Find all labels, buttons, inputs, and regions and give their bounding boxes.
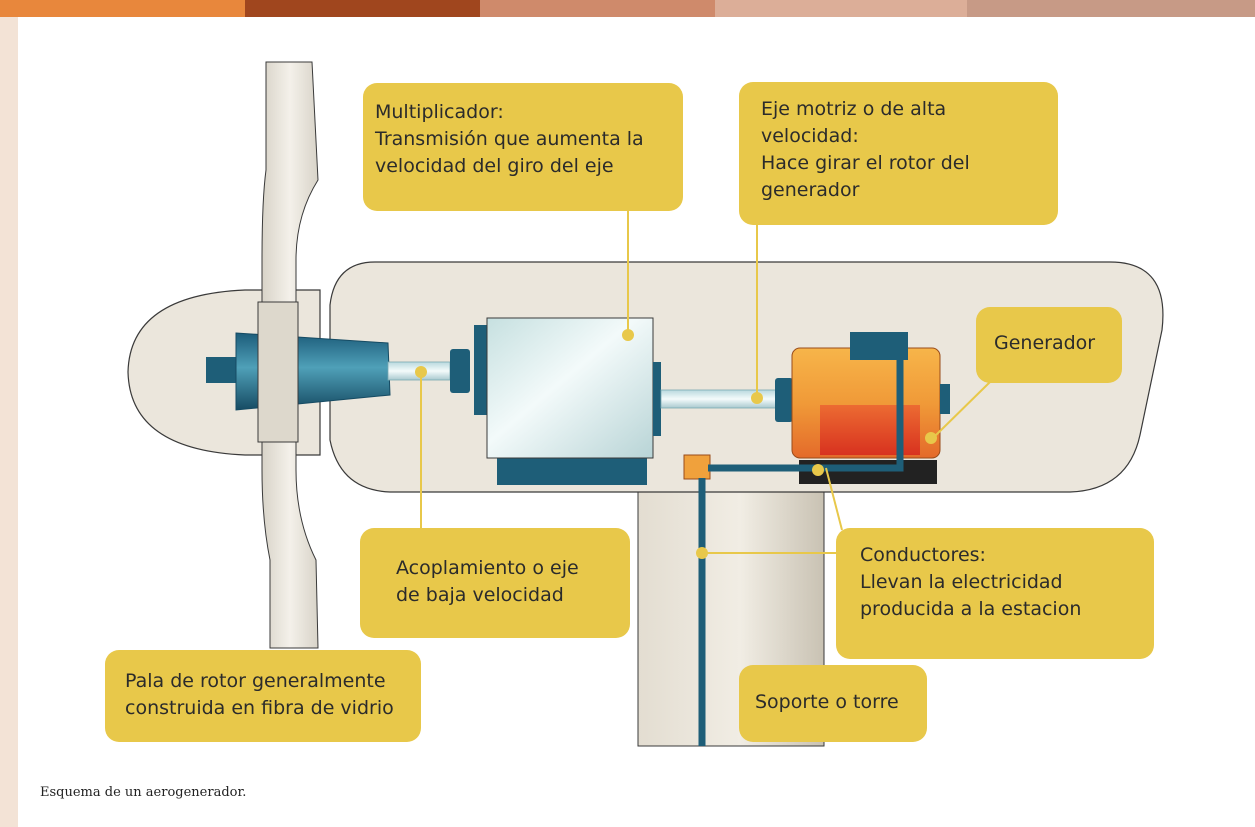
callout-pala: Pala de rotor generalmente construida en… (105, 650, 421, 742)
leader-dot (415, 366, 427, 378)
callout-eje-motriz-text: Eje motriz o de alta velocidad: Hace gir… (761, 98, 970, 201)
gearbox-base (497, 455, 647, 485)
conductor-cable (698, 350, 904, 746)
callout-generador: Generador (976, 307, 1122, 383)
generator-core (820, 405, 920, 455)
generator-coupling (775, 378, 793, 422)
leader-dots (415, 329, 937, 559)
top-bar-segment (480, 0, 715, 17)
callout-conductores: Conductores: Llevan la electricidad prod… (836, 528, 1154, 659)
leader-dot (696, 547, 708, 559)
leader-dot (812, 464, 824, 476)
hub-plate (257, 301, 299, 443)
junction-box (683, 454, 711, 480)
callout-acoplamiento-text: Acoplamiento o eje de baja velocidad (396, 557, 579, 606)
callout-eje-motriz: Eje motriz o de alta velocidad: Hace gir… (739, 82, 1058, 225)
leader-generador (934, 381, 991, 437)
gearbox-flange (474, 325, 488, 415)
top-bar-segment (0, 0, 245, 17)
figure-caption: Esquema de un aerogenerador. (40, 785, 247, 800)
leader-dot (751, 392, 763, 404)
leader-conductores (825, 467, 843, 531)
callout-generador-text: Generador (994, 332, 1096, 354)
leader-dot (622, 329, 634, 341)
callout-acoplamiento: Acoplamiento o eje de baja velocidad (360, 528, 630, 638)
generator-endcap (940, 384, 950, 414)
callout-multiplicador: Multiplicador: Transmisión que aumenta l… (363, 83, 683, 211)
leader-lines (420, 210, 991, 554)
callout-soporte-text: Soporte o torre (755, 691, 899, 713)
callout-multiplicador-text: Multiplicador: Transmisión que aumenta l… (375, 101, 644, 177)
callout-pala-text: Pala de rotor generalmente construida en… (125, 670, 394, 719)
coupling (450, 349, 470, 393)
top-bar-segment (245, 0, 480, 17)
callout-soporte: Soporte o torre (739, 665, 927, 742)
top-bar-segment (715, 0, 967, 17)
gearbox-right-flange (653, 362, 661, 436)
leader-dot (925, 432, 937, 444)
callout-conductores-text: Conductores: Llevan la electricidad prod… (860, 544, 1082, 620)
top-color-bar (0, 0, 1255, 17)
gearbox (486, 317, 654, 459)
top-bar-segment (967, 0, 1255, 17)
